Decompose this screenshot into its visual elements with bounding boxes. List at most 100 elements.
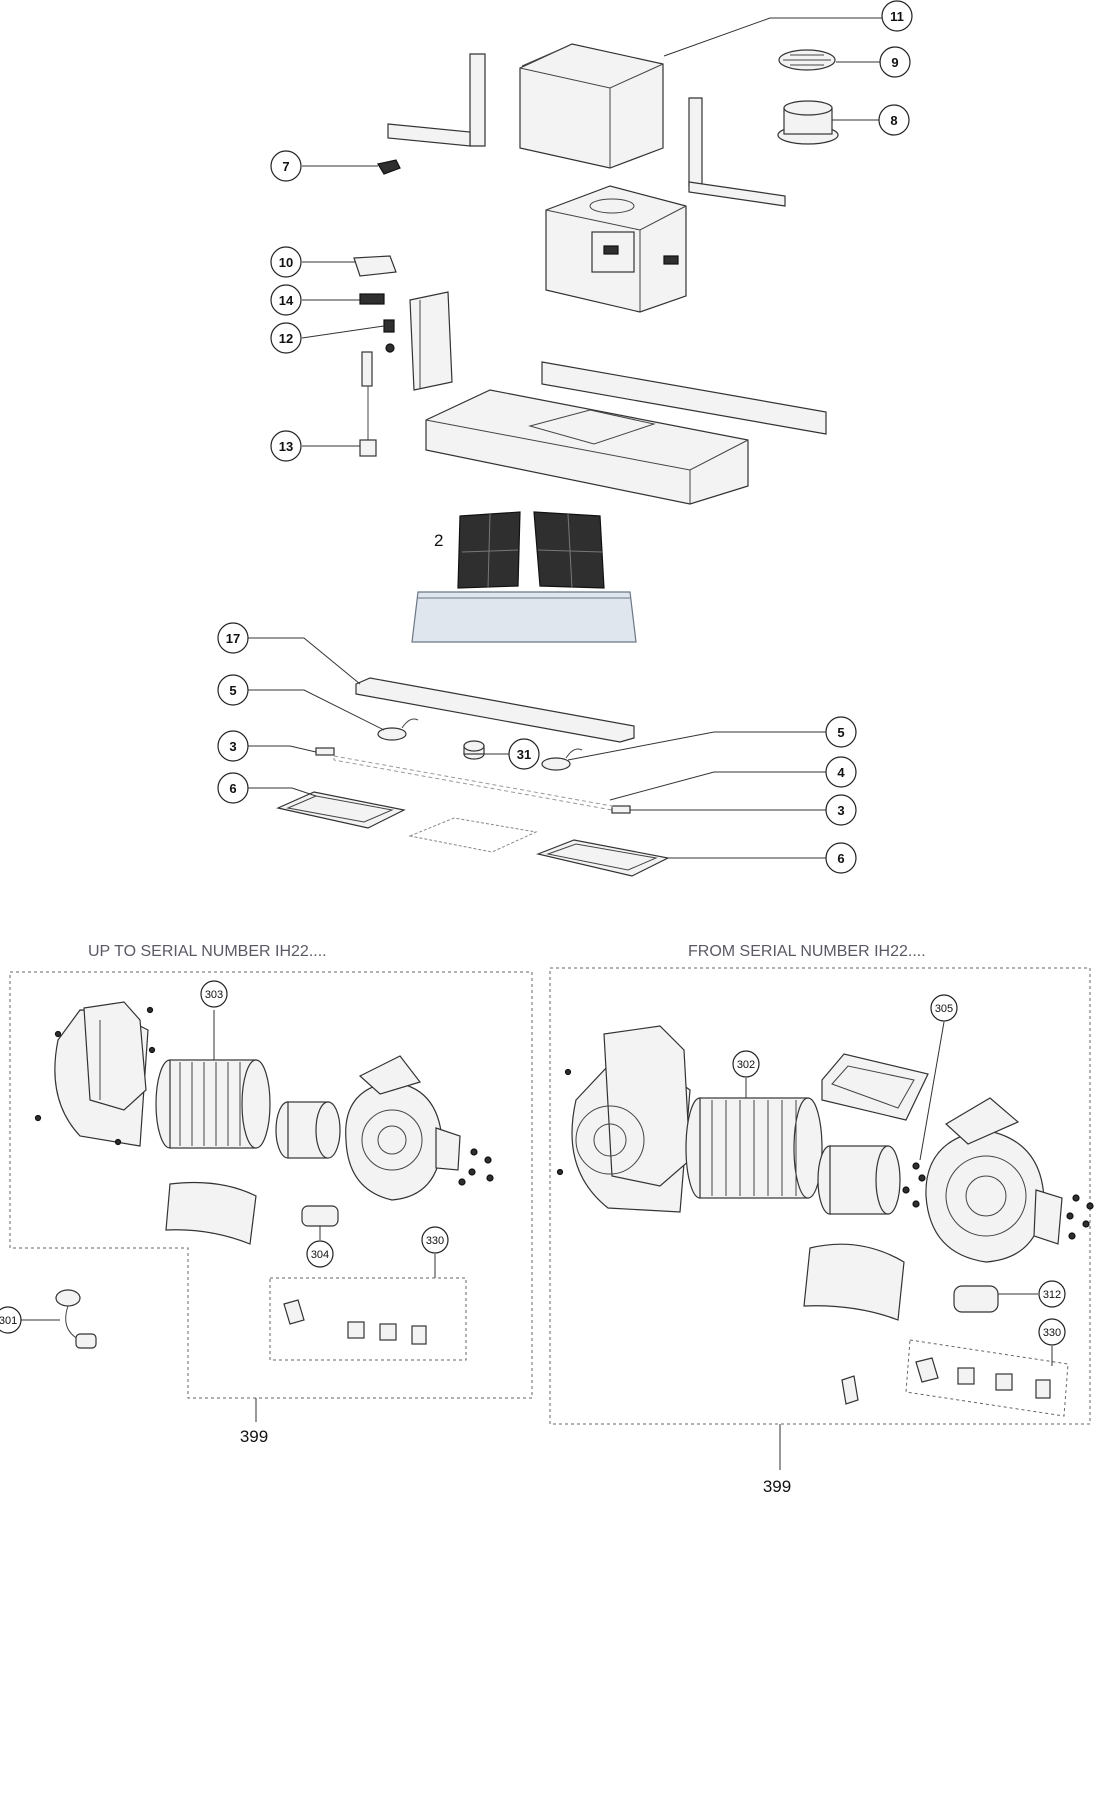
callout-5-right: 5: [825, 716, 857, 748]
blower-housing-front-left: [345, 1055, 461, 1201]
screws-right-mid: [902, 1162, 926, 1208]
svg-text:5: 5: [837, 725, 844, 740]
led-strip-part-4: [333, 755, 613, 811]
screws-left-front: [458, 1148, 494, 1186]
capacitor-part-312: [953, 1285, 999, 1313]
callout-8: 8: [878, 104, 910, 136]
impeller-part-303: [155, 1059, 271, 1149]
svg-text:11: 11: [890, 9, 904, 24]
callout-31: 31: [508, 738, 540, 770]
switch-kit-part-330-left: [283, 1299, 427, 1345]
svg-text:8: 8: [890, 113, 897, 128]
callout-6-left: 6: [217, 772, 249, 804]
callout-303: 303: [200, 980, 228, 1008]
lamp-part-5-left: [377, 718, 419, 741]
motor-right: [817, 1145, 901, 1215]
curved-panel-left: [165, 1181, 257, 1245]
motor-left: [275, 1101, 341, 1159]
callout-302: 302: [732, 1050, 760, 1078]
svg-text:312: 312: [1043, 1289, 1061, 1301]
chimney-bracket-right: [688, 97, 786, 207]
vent-grille-part-9: [778, 49, 836, 71]
svg-text:302: 302: [737, 1059, 755, 1071]
svg-text:6: 6: [837, 851, 844, 866]
screws-right-front: [1066, 1194, 1094, 1240]
callout-6-right: 6: [825, 842, 857, 874]
cable-part-301: [55, 1289, 97, 1349]
svg-text:4: 4: [837, 765, 845, 780]
blower-housing-front-right: [925, 1097, 1063, 1263]
switch-part-10: [353, 255, 397, 277]
clip-part-7: [377, 159, 401, 175]
callout-3-right: 3: [825, 794, 857, 826]
right-group-outline: [549, 967, 1091, 1425]
end-cap-part-3-left: [315, 747, 335, 756]
end-cap-part-3-right: [611, 805, 631, 814]
capacitor-part-304: [301, 1205, 339, 1227]
callout-305: 305: [930, 994, 958, 1022]
left-section-heading: UP TO SERIAL NUMBER IH22....: [88, 943, 327, 960]
svg-text:305: 305: [935, 1003, 953, 1015]
terminal-part-12: [383, 319, 395, 353]
callout-12: 12: [270, 322, 302, 354]
grease-filter-part-6-left: [276, 791, 406, 829]
callout-330-right: 330: [1038, 1318, 1066, 1346]
svg-text:330: 330: [426, 1235, 444, 1247]
cable-part-13: [359, 351, 377, 457]
callout-312: 312: [1038, 1280, 1066, 1308]
mounting-rail: [541, 361, 827, 435]
impeller-part-302: [685, 1097, 823, 1199]
svg-text:3: 3: [229, 739, 236, 754]
screws-left: [34, 1006, 156, 1146]
right-section-heading: FROM SERIAL NUMBER IH22....: [688, 943, 926, 960]
filters-number-label: 2: [434, 531, 443, 550]
chimney-cover-part-11: [519, 43, 664, 169]
duct-adapter-part-8: [777, 100, 839, 145]
callout-17: 17: [217, 622, 249, 654]
capacitor-part-31: [463, 740, 485, 760]
svg-text:301: 301: [0, 1315, 17, 1327]
svg-text:7: 7: [282, 159, 289, 174]
svg-text:14: 14: [279, 293, 294, 308]
glass-panel-center: [408, 817, 538, 853]
callout-11: 11: [881, 0, 913, 32]
callout-14: 14: [270, 284, 302, 316]
svg-text:17: 17: [226, 631, 240, 646]
blower-housing-back-right: [571, 1025, 691, 1213]
svg-text:13: 13: [279, 439, 293, 454]
callout-301: 301: [0, 1306, 22, 1334]
group-399-right-label: 399: [763, 1477, 791, 1496]
motor-housing-box: [545, 185, 687, 313]
svg-text:12: 12: [279, 331, 293, 346]
callout-304: 304: [306, 1240, 334, 1268]
blower-housing-back-left: [54, 1001, 149, 1147]
left-group-outline: [9, 971, 533, 1399]
callout-330-left: 330: [421, 1226, 449, 1254]
small-bracket-right: [841, 1375, 859, 1405]
electronics-cover: [821, 1053, 929, 1121]
svg-text:303: 303: [205, 989, 223, 1001]
electronics-bracket: [409, 291, 453, 391]
callout-10: 10: [270, 246, 302, 278]
callout-9: 9: [879, 46, 911, 78]
lamp-part-5-right: [541, 748, 583, 771]
grease-filter-part-6-right: [535, 839, 670, 877]
switch-kit-group-left: [269, 1277, 467, 1361]
svg-text:9: 9: [891, 55, 898, 70]
svg-text:3: 3: [837, 803, 844, 818]
svg-text:6: 6: [229, 781, 236, 796]
svg-text:330: 330: [1043, 1327, 1061, 1339]
svg-text:10: 10: [279, 255, 293, 270]
group-399-left-label: 399: [240, 1427, 268, 1446]
chimney-bracket-left: [387, 53, 486, 147]
callout-13: 13: [270, 430, 302, 462]
hood-body-tray: [425, 389, 749, 505]
switch-kit-part-330-right: [915, 1357, 1051, 1399]
callout-5-left: 5: [217, 674, 249, 706]
light-rail-part-17: [355, 677, 635, 743]
svg-text:5: 5: [229, 683, 236, 698]
curved-panel-right: [803, 1243, 905, 1321]
callout-3-left: 3: [217, 730, 249, 762]
screws-right: [556, 1068, 572, 1176]
filter-frame-panel: [411, 591, 637, 643]
